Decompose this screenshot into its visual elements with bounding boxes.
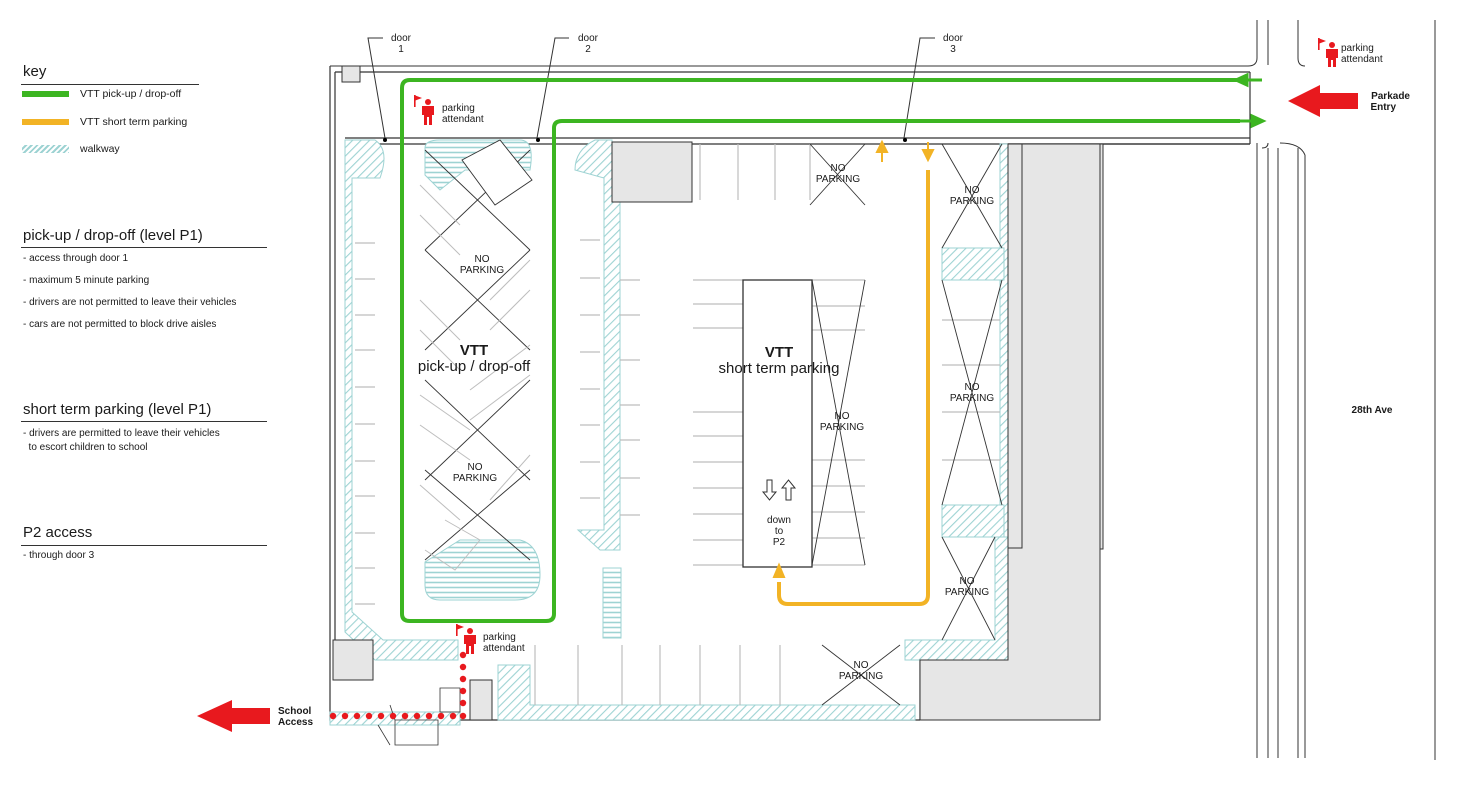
walkway-areas bbox=[329, 139, 1023, 726]
pickup-stall-lines bbox=[419, 184, 531, 521]
door-1-dot bbox=[383, 138, 387, 142]
svg-text:NO: NO bbox=[965, 382, 980, 393]
door-1-label: door bbox=[391, 33, 412, 44]
no-parking-label: NO PARKING bbox=[950, 185, 994, 207]
door-2-label: door bbox=[578, 33, 599, 44]
orange-arrows bbox=[772, 139, 935, 578]
svg-text:NO: NO bbox=[854, 660, 869, 671]
door-1-number: 1 bbox=[398, 44, 404, 55]
school-access-label-line1: School bbox=[278, 706, 312, 717]
pickup-diagonals bbox=[424, 139, 533, 571]
no-parking-boxes bbox=[809, 143, 1003, 706]
attendant-label-line2: attendant bbox=[483, 643, 525, 654]
no-parking-label: NO PARKING bbox=[950, 382, 994, 404]
attendant-icon bbox=[456, 624, 476, 654]
key-swatch-walkway bbox=[22, 145, 69, 153]
section-short-term-title: short term parking (level P1) bbox=[23, 401, 212, 418]
door-2-number: 2 bbox=[585, 44, 591, 55]
section-p2-line: - through door 3 bbox=[23, 550, 95, 561]
attendant-label-line1: parking bbox=[1341, 43, 1374, 54]
section-pickup-line: - access through door 1 bbox=[23, 253, 129, 264]
svg-text:PARKING: PARKING bbox=[820, 422, 864, 433]
ramp-label-line3: P2 bbox=[773, 537, 786, 548]
school-walk-route bbox=[329, 651, 467, 720]
center-x-marks bbox=[811, 279, 866, 566]
door-2-dot bbox=[536, 138, 540, 142]
ramp-label-line1: down bbox=[767, 515, 791, 526]
short-term-zone-subtitle: short term parking bbox=[719, 360, 840, 377]
key-swatch-green bbox=[22, 91, 69, 97]
svg-text:NO: NO bbox=[835, 411, 850, 422]
door-leaders bbox=[367, 37, 935, 139]
svg-text:PARKING: PARKING bbox=[460, 265, 504, 276]
service-rooms bbox=[332, 65, 1104, 721]
pickup-zone-subtitle: pick-up / drop-off bbox=[418, 358, 531, 375]
section-p2-title: P2 access bbox=[23, 524, 93, 541]
door-3-label: door bbox=[943, 33, 964, 44]
svg-text:PARKING: PARKING bbox=[453, 473, 497, 484]
door-3-dot bbox=[903, 138, 907, 142]
pickup-zone-title: VTT bbox=[460, 342, 488, 359]
section-pickup-line: - cars are not permitted to block drive … bbox=[23, 319, 217, 330]
no-parking-label: NO PARKING bbox=[460, 254, 504, 276]
short-term-route bbox=[777, 170, 930, 606]
key-label-walkway: walkway bbox=[80, 143, 120, 155]
no-parking-label: NO PARKING bbox=[839, 660, 883, 682]
parking-stalls bbox=[355, 144, 1000, 705]
parkade-entry-label-line2: Entry bbox=[1370, 102, 1396, 113]
section-pickup-rule bbox=[21, 247, 267, 248]
section-short-term-line: - drivers are permitted to leave their v… bbox=[23, 428, 220, 439]
svg-text:NO: NO bbox=[960, 576, 975, 587]
no-parking-label: NO PARKING bbox=[945, 576, 989, 598]
door-3-number: 3 bbox=[950, 44, 956, 55]
parkade-entry-label-line1: Parkade bbox=[1371, 91, 1410, 102]
attendant-label-line1: parking bbox=[483, 632, 516, 643]
school-access-label-line2: Access bbox=[278, 717, 313, 728]
svg-text:PARKING: PARKING bbox=[950, 196, 994, 207]
no-parking-label: NO PARKING bbox=[453, 462, 497, 484]
key-label-short-term: VTT short term parking bbox=[80, 116, 188, 128]
no-parking-label: NO PARKING bbox=[816, 163, 860, 185]
svg-text:PARKING: PARKING bbox=[839, 671, 883, 682]
section-short-term-rule bbox=[21, 421, 267, 422]
svg-text:PARKING: PARKING bbox=[950, 393, 994, 404]
key-label-pickup: VTT pick-up / drop-off bbox=[80, 88, 182, 100]
svg-text:NO: NO bbox=[831, 163, 846, 174]
attendant-label-line2: attendant bbox=[1341, 54, 1383, 65]
street-name: 28th Ave bbox=[1352, 405, 1393, 416]
street-lines bbox=[330, 20, 1436, 760]
section-short-term-line: to escort children to school bbox=[23, 442, 148, 453]
ramp-arrows bbox=[761, 479, 797, 501]
svg-text:NO: NO bbox=[965, 185, 980, 196]
attendant-label-line1: parking bbox=[442, 103, 475, 114]
key-rule bbox=[21, 84, 199, 85]
no-parking-label: NO PARKING bbox=[820, 411, 864, 433]
parkade-entry-arrow bbox=[1288, 85, 1358, 117]
section-pickup-title: pick-up / drop-off (level P1) bbox=[23, 227, 203, 244]
section-pickup-line: - drivers are not permitted to leave the… bbox=[23, 297, 237, 308]
svg-text:NO: NO bbox=[475, 254, 490, 265]
green-arrows bbox=[1232, 72, 1267, 129]
key-swatch-orange bbox=[22, 119, 69, 125]
short-term-zone-title: VTT bbox=[765, 344, 793, 361]
attendant-icon bbox=[1318, 38, 1338, 67]
section-pickup-line: - maximum 5 minute parking bbox=[23, 275, 150, 286]
section-p2-rule bbox=[21, 545, 267, 546]
svg-text:PARKING: PARKING bbox=[816, 174, 860, 185]
ramp-label-line2: to bbox=[775, 526, 784, 537]
svg-text:PARKING: PARKING bbox=[945, 587, 989, 598]
key-title: key bbox=[23, 63, 47, 80]
svg-text:NO: NO bbox=[468, 462, 483, 473]
attendant-icon bbox=[414, 95, 434, 125]
pickup-route bbox=[400, 78, 1240, 623]
short-term-block bbox=[742, 279, 813, 568]
school-access-arrow bbox=[197, 700, 270, 732]
attendant-label-line2: attendant bbox=[442, 114, 484, 125]
